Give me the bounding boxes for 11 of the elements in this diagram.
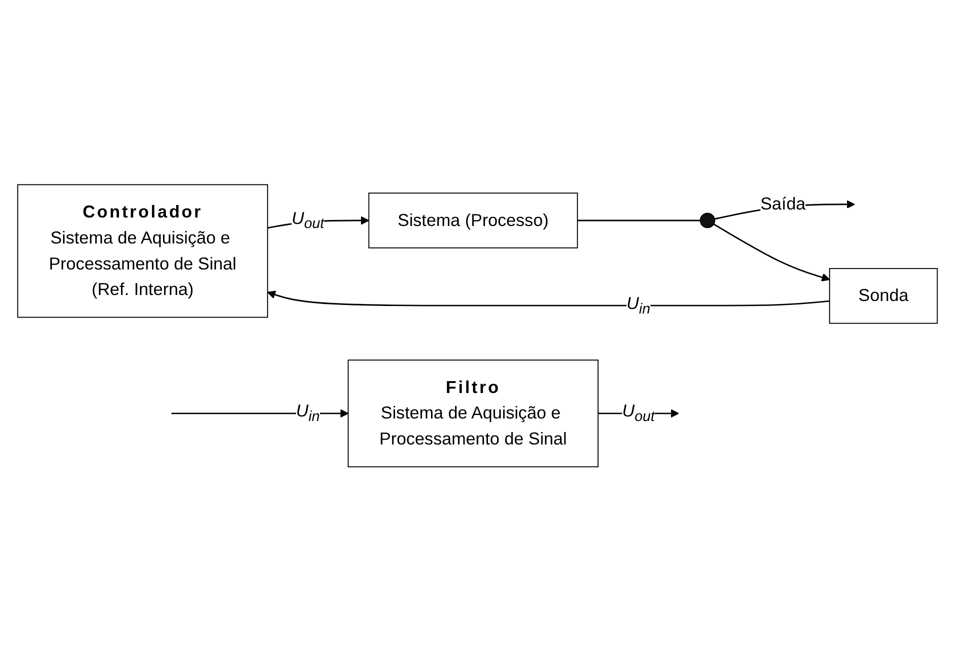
edge-label: Saída: [760, 194, 806, 214]
node-circle: [700, 213, 716, 228]
node-box: [368, 192, 578, 249]
node-box: [829, 268, 938, 324]
connector: [577, 220, 700, 222]
node-box: [348, 360, 599, 468]
arrow: [713, 224, 830, 282]
node-box: [17, 184, 268, 318]
edge-label: U$_{in}$: [626, 294, 650, 318]
arrow: [267, 290, 830, 307]
edge-label: U$_{in}$: [296, 402, 320, 426]
